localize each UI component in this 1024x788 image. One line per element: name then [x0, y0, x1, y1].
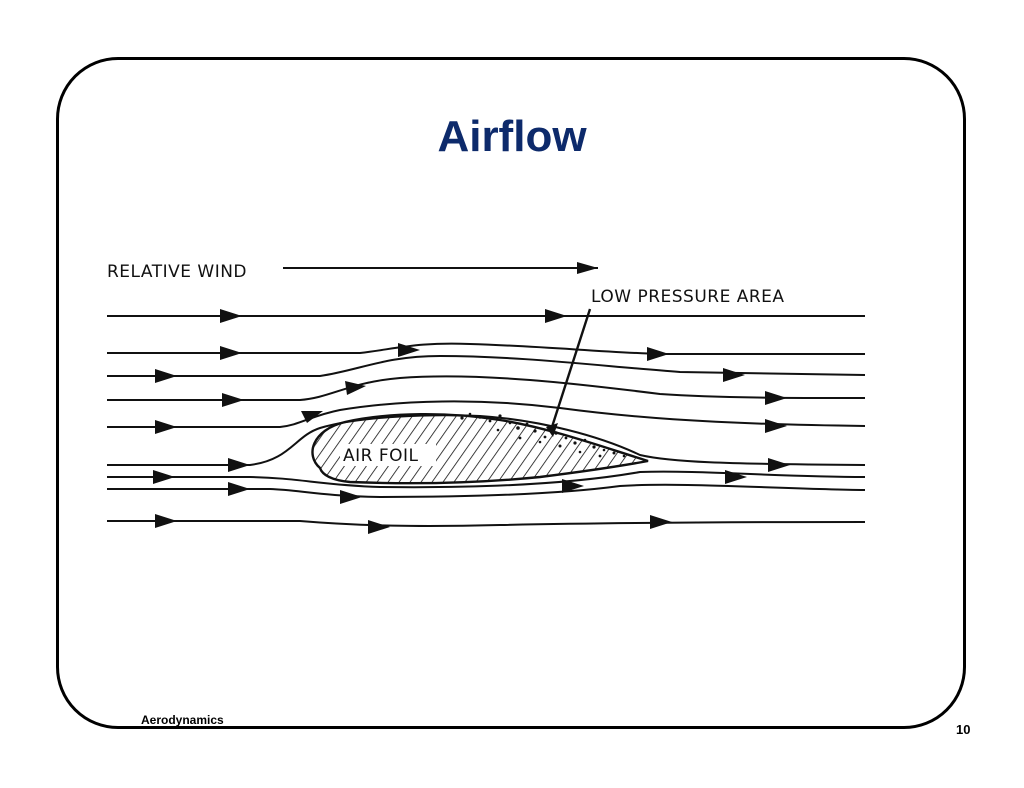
relative-wind-label: RELATIVE WIND	[107, 262, 247, 282]
flow-arrow	[647, 347, 669, 361]
slide-title: Airflow	[437, 112, 587, 161]
streamline-5	[107, 400, 866, 428]
flow-arrow	[222, 393, 244, 407]
air-foil-label: AIR FOIL	[343, 446, 419, 466]
streamlines	[107, 315, 866, 527]
flow-arrow	[301, 411, 323, 423]
flow-arrow	[340, 490, 362, 504]
streamline-3	[107, 354, 866, 377]
streamline-4	[107, 375, 866, 401]
flow-arrow	[220, 346, 242, 360]
low-pressure-pointer-line	[549, 308, 592, 431]
low-pressure-area-label: LOW PRESSURE AREA	[591, 287, 785, 307]
flow-arrow	[768, 458, 790, 472]
streamline-2	[107, 342, 865, 355]
flow-arrow	[562, 479, 584, 493]
flow-arrow	[398, 343, 420, 357]
flow-arrow	[220, 309, 242, 323]
low-pressure-speckles	[460, 412, 626, 458]
streamline-8	[107, 483, 866, 499]
flow-arrow	[228, 458, 250, 472]
flow-arrow	[368, 520, 390, 534]
relative-wind-arrowhead	[577, 262, 598, 274]
flow-arrow	[650, 515, 672, 529]
flow-arrow	[545, 309, 567, 323]
flow-arrow	[228, 482, 250, 496]
flow-arrow	[725, 470, 747, 484]
flow-arrows	[153, 309, 790, 534]
flow-arrow	[155, 369, 177, 383]
footer-course-name: Aerodynamics	[141, 713, 224, 727]
flow-arrow	[345, 381, 366, 395]
streamline-9	[107, 520, 866, 527]
streamline-7	[107, 470, 866, 489]
slide-frame	[56, 57, 966, 729]
flow-arrow	[765, 391, 787, 405]
page-number: 10	[956, 722, 971, 737]
flow-arrow	[153, 470, 175, 484]
flow-arrow	[723, 368, 745, 382]
flow-arrow	[765, 419, 787, 433]
flow-arrow	[155, 514, 177, 528]
air-foil-label-background	[340, 444, 436, 466]
flow-arrow	[155, 420, 177, 434]
streamline-6	[107, 414, 866, 466]
